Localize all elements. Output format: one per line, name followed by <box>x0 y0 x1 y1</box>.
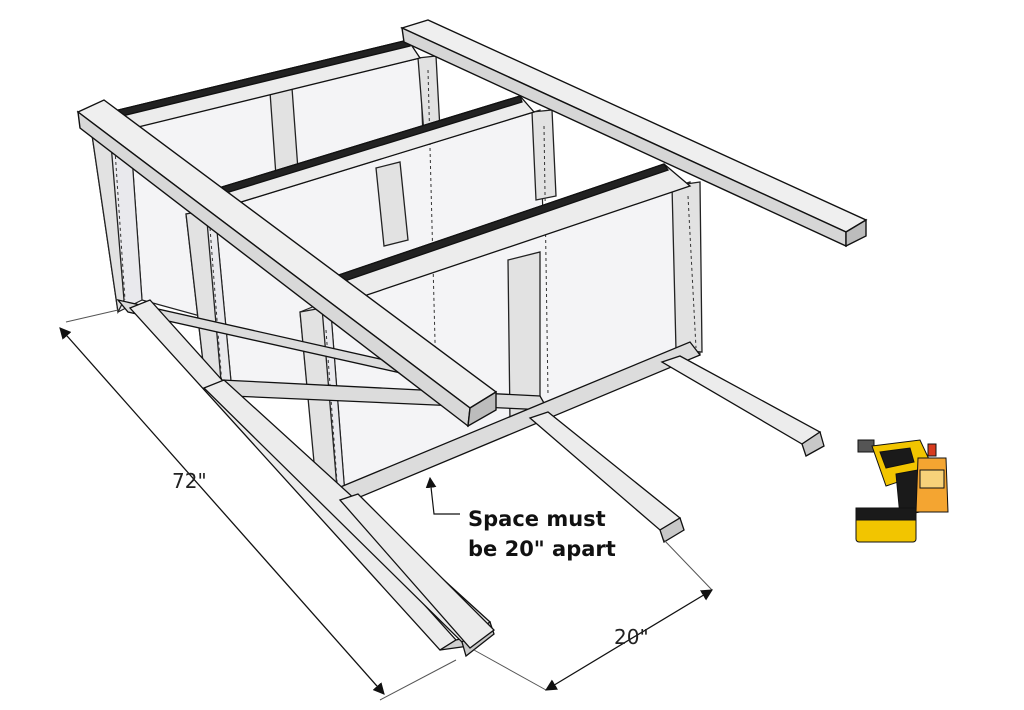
spacing-note: Space must be 20" apart <box>425 476 616 561</box>
screw-lines <box>114 69 697 496</box>
dimension-length-label: 72" <box>172 469 207 493</box>
spacing-note-line1: Space must <box>468 507 606 531</box>
spacing-note-line2: be 20" apart <box>468 537 616 561</box>
wood-glue-bottle-icon <box>915 443 949 513</box>
top-rails <box>108 39 692 301</box>
dimension-spacing-label: 20" <box>614 625 649 649</box>
dimension-spacing: 20" <box>473 539 714 691</box>
dimension-length: 72" <box>59 309 457 701</box>
